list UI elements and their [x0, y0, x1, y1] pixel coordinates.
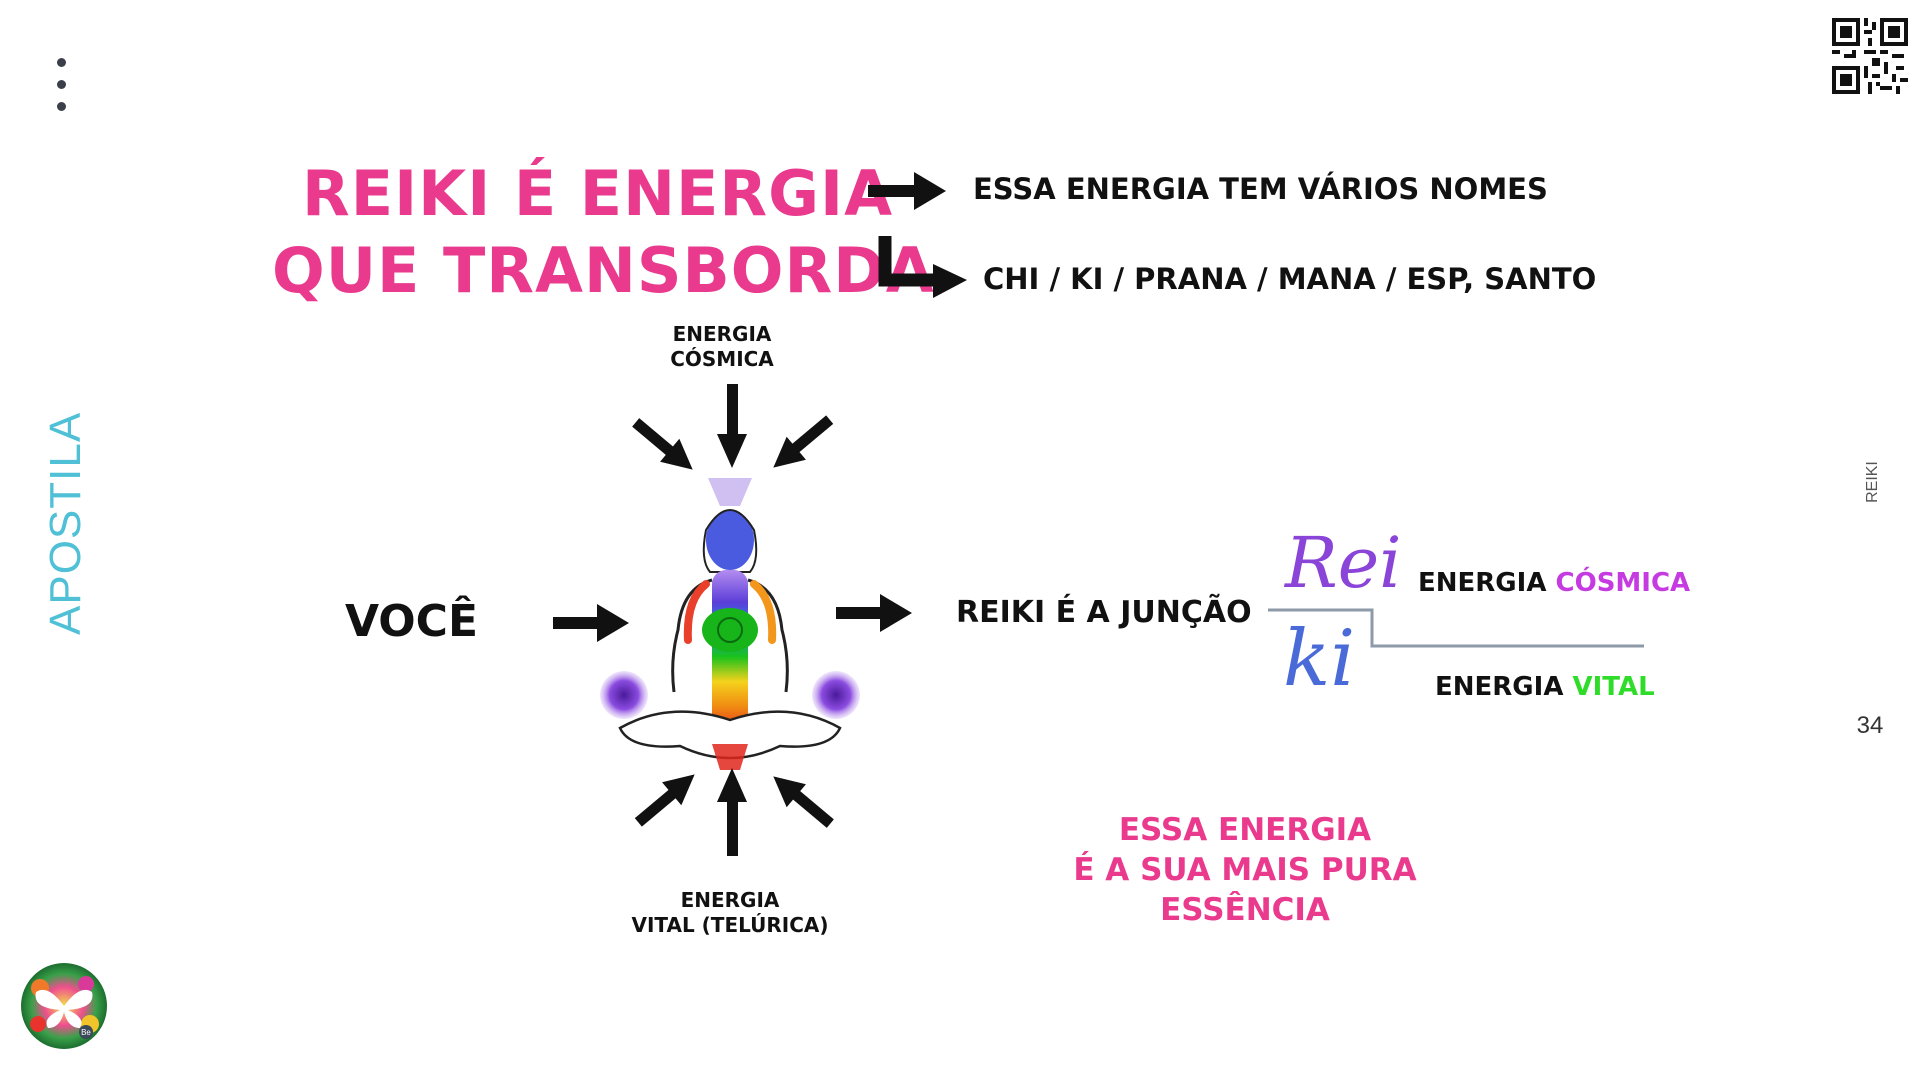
- arrow-right-icon: [553, 604, 629, 642]
- vital-caption-line2: VITAL (TELÚRICA): [631, 913, 829, 937]
- names-list: CHI / KI / PRANA / MANA / ESP, SANTO: [983, 262, 1597, 296]
- cosmic-caption-line1: ENERGIA: [672, 322, 772, 346]
- meditating-figure-icon: [600, 478, 860, 770]
- svg-text:Be: Be: [81, 1028, 91, 1037]
- vital-energy-label: ENERGIA VITAL: [1435, 672, 1655, 702]
- butterfly-logo-icon[interactable]: Be: [20, 962, 108, 1050]
- bottom-arrows-icon: [634, 768, 834, 856]
- names-statement: ESSA ENERGIA TEM VÁRIOS NOMES: [973, 172, 1548, 206]
- cosmic-energy-caption: ENERGIA CÓSMICA: [640, 322, 804, 372]
- split-divider-line: [1268, 608, 1644, 648]
- title-line-1: REIKI É ENERGIA: [302, 157, 894, 230]
- qr-code-icon: [1832, 18, 1908, 94]
- junction-label: REIKI É A JUNÇÃO: [956, 595, 1252, 630]
- cosmic-caption-line2: CÓSMICA: [670, 347, 774, 371]
- arrow-right-icon: [836, 594, 912, 632]
- reiki-section-label: REIKI: [1864, 461, 1881, 503]
- vital-energy-caption: ENERGIA VITAL (TELÚRICA): [630, 888, 830, 938]
- top-arrows-icon: [632, 384, 834, 470]
- cosmic-prefix: ENERGIA: [1418, 568, 1547, 598]
- essence-line1: ESSA ENERGIA: [1118, 812, 1372, 848]
- apostila-vertical-label: APOSTILA: [41, 411, 90, 635]
- arrow-right-icon: [868, 172, 946, 210]
- cosmic-energy-label: ENERGIA CÓSMICA: [1418, 568, 1690, 598]
- vital-prefix: ENERGIA: [1435, 672, 1564, 702]
- cosmic-highlight: CÓSMICA: [1555, 568, 1691, 598]
- title-line-2: QUE TRANSBORDA: [272, 234, 935, 307]
- page-number: 34: [1856, 712, 1884, 739]
- essence-statement: ESSA ENERGIA É A SUA MAIS PURA ESSÊNCIA: [985, 810, 1505, 930]
- essence-line2: É A SUA MAIS PURA ESSÊNCIA: [1073, 852, 1417, 928]
- vital-caption-line1: ENERGIA: [680, 888, 780, 912]
- vital-highlight: VITAL: [1572, 672, 1655, 702]
- ki-script-word: ki: [1283, 614, 1356, 704]
- more-menu-icon[interactable]: [57, 58, 67, 114]
- rei-script-word: Rei: [1285, 522, 1402, 604]
- elbow-arrow-icon: [878, 236, 967, 298]
- you-label: VOCÊ: [345, 596, 479, 647]
